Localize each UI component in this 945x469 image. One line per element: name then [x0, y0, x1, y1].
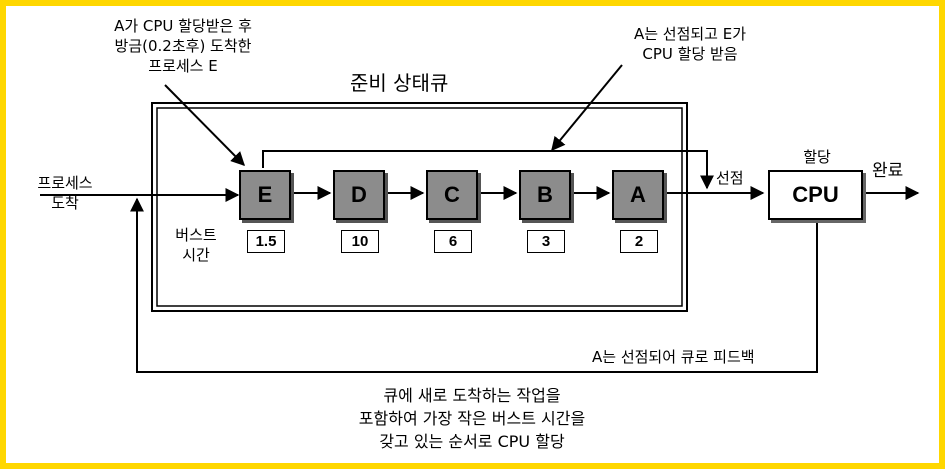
- burst-d-box: 10: [341, 230, 379, 253]
- callout-arrival-line2: 방금(0.2초후) 도착한: [114, 37, 252, 55]
- burst-a-box: 2: [620, 230, 658, 253]
- ready-queue-inner: [156, 107, 683, 307]
- burst-b-box: 3: [527, 230, 565, 253]
- queue-title: 준비 상태큐: [350, 71, 449, 95]
- process-e-box: E: [239, 170, 291, 220]
- feedback-arrow: [130, 197, 818, 373]
- complete-label: 완료: [872, 161, 904, 181]
- ready-queue-outer: [151, 102, 688, 312]
- caption-line3: 갖고 있는 순서로 CPU 할당: [379, 432, 565, 451]
- burst-label-line2: 시간: [182, 246, 210, 264]
- burst-label: 버스트 시간: [166, 225, 226, 265]
- caption-line1: 큐에 새로 도착하는 작업을: [383, 386, 561, 405]
- caption: 큐에 새로 도착하는 작업을 포함하여 가장 작은 버스트 시간을 갖고 있는 …: [359, 384, 585, 453]
- feedback-label: A는 선점되어 큐로 피드백: [592, 348, 755, 366]
- preempt-arrow: [262, 150, 714, 190]
- callout-arrival: A가 CPU 할당받은 후 방금(0.2초후) 도착한 프로세스 E: [73, 16, 293, 76]
- process-c-box: C: [426, 170, 478, 220]
- arrival-label-line1: 프로세스: [37, 174, 93, 192]
- callout-arrival-arrow: [164, 84, 245, 166]
- burst-label-line1: 버스트: [175, 226, 217, 244]
- burst-e-box: 1.5: [247, 230, 285, 253]
- arrival-label-line2: 도착: [51, 194, 79, 212]
- cpu-box: CPU: [768, 170, 863, 220]
- process-d-box: D: [333, 170, 385, 220]
- callout-arrival-line1: A가 CPU 할당받은 후: [114, 17, 252, 35]
- callout-preempt-arrow: [551, 64, 623, 152]
- process-a-box: A: [612, 170, 664, 220]
- callout-preempt: A는 선점되고 E가 CPU 할당 받음: [600, 24, 780, 64]
- callout-arrival-line3: 프로세스 E: [148, 57, 218, 75]
- caption-line2: 포함하여 가장 작은 버스트 시간을: [358, 409, 586, 428]
- callout-preempt-line1: A는 선점되고 E가: [633, 25, 747, 43]
- arrival-label: 프로세스 도착: [10, 173, 120, 213]
- burst-c-box: 6: [434, 230, 472, 253]
- callout-preempt-line2: CPU 할당 받음: [642, 45, 738, 63]
- process-b-box: B: [519, 170, 571, 220]
- preempt-label: 선점: [716, 169, 744, 187]
- cpu-assign-label: 할당: [803, 148, 831, 166]
